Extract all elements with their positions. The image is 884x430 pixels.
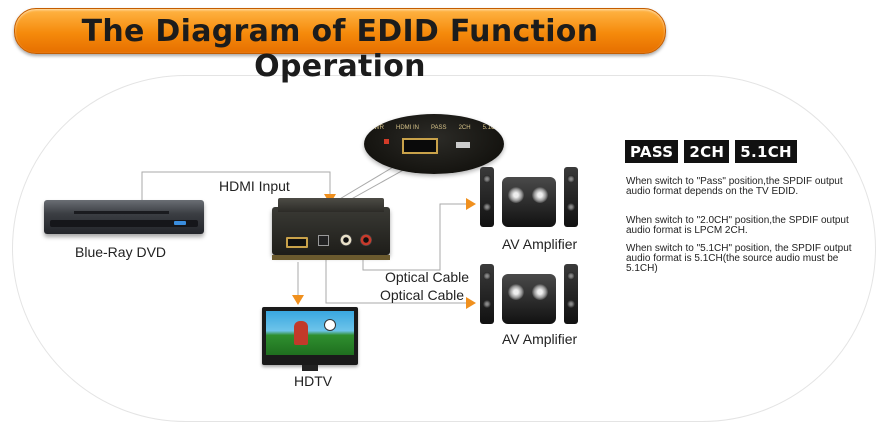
amplifier-unit bbox=[502, 274, 556, 324]
optical-arrow-1 bbox=[466, 198, 476, 210]
av-amplifier-label-2: AV Amplifier bbox=[502, 331, 578, 347]
speaker-tower-right bbox=[564, 264, 578, 324]
mode-badge-2ch: 2CH bbox=[684, 140, 730, 163]
converter-base bbox=[272, 255, 390, 260]
zoom-label-hdmi-in: HDMI IN bbox=[396, 125, 419, 131]
title-banner: The Diagram of EDID Function Operation bbox=[14, 8, 666, 84]
hdmi-input-label: HDMI Input bbox=[219, 178, 290, 194]
optical-port bbox=[318, 235, 329, 246]
bluray-label: Blue-Ray DVD bbox=[75, 244, 167, 260]
power-led-icon bbox=[384, 139, 389, 144]
optical-arrow-2 bbox=[466, 297, 476, 309]
optical-line-1 bbox=[362, 203, 468, 271]
explanation-51ch: When switch to "5.1CH" position, the SPD… bbox=[626, 243, 852, 274]
av-amplifier-label-1: AV Amplifier bbox=[502, 236, 578, 252]
zoom-panel-labels: PWR HDMI IN PASS 2CH 5.1CH bbox=[370, 125, 500, 131]
amp-knob-right bbox=[532, 284, 548, 300]
amp-knob-left bbox=[508, 187, 524, 203]
page-title: The Diagram of EDID Function Operation bbox=[81, 14, 599, 84]
zoom-label-2ch: 2CH bbox=[458, 125, 471, 131]
converter-zoom-detail: PWR HDMI IN PASS 2CH 5.1CH bbox=[364, 114, 504, 174]
mode-badges: PASS 2CH 5.1CH bbox=[625, 140, 797, 163]
amp-knob-left bbox=[508, 284, 524, 300]
player-led bbox=[174, 221, 186, 225]
mode-badge-51ch: 5.1CH bbox=[735, 140, 797, 163]
hdmi-input-line bbox=[141, 171, 331, 200]
explanation-2ch: When switch to "2.0CH" position,the SPDI… bbox=[626, 215, 849, 236]
mode-switch-icon bbox=[456, 142, 470, 148]
hdtv-label: HDTV bbox=[294, 373, 333, 389]
av-amplifier-image-2 bbox=[480, 264, 578, 326]
converter-top bbox=[278, 198, 384, 212]
hdmi-port-icon bbox=[402, 138, 438, 154]
hdtv-image bbox=[262, 307, 358, 371]
disc-slot bbox=[74, 211, 169, 214]
tv-screen bbox=[266, 311, 354, 355]
explanation-pass: When switch to "Pass" position,the SPDIF… bbox=[626, 176, 843, 197]
tv-stand bbox=[302, 365, 318, 371]
rca-white-port bbox=[340, 234, 352, 246]
mode-badge-pass: PASS bbox=[625, 140, 679, 163]
speaker-tower-left bbox=[480, 264, 494, 324]
amplifier-unit bbox=[502, 177, 556, 227]
zoom-label-51ch: 5.1CH bbox=[482, 125, 500, 131]
speaker-tower-right bbox=[564, 167, 578, 227]
av-amplifier-image-1 bbox=[480, 167, 578, 229]
zoom-label-pwr: PWR bbox=[370, 125, 384, 131]
rca-red-port bbox=[360, 234, 372, 246]
optical-cable-label-1: Optical Cable bbox=[385, 269, 470, 285]
soccer-player-icon bbox=[294, 321, 308, 345]
speaker-tower-left bbox=[480, 167, 494, 227]
bluray-player-image bbox=[44, 200, 204, 234]
optical-cable-label-2: Optical Cable bbox=[380, 287, 465, 303]
amp-knob-right bbox=[532, 187, 548, 203]
soccer-ball-icon bbox=[324, 319, 336, 331]
hdtv-arrow bbox=[292, 295, 304, 305]
player-front-panel bbox=[50, 220, 198, 227]
hdmi-output-port bbox=[286, 237, 308, 248]
zoom-pointer-line-2 bbox=[345, 167, 408, 203]
optical-line-2 bbox=[325, 255, 466, 304]
edid-converter-image bbox=[272, 198, 390, 260]
zoom-pointer-line-1 bbox=[337, 162, 401, 201]
zoom-label-pass: PASS bbox=[431, 125, 447, 131]
